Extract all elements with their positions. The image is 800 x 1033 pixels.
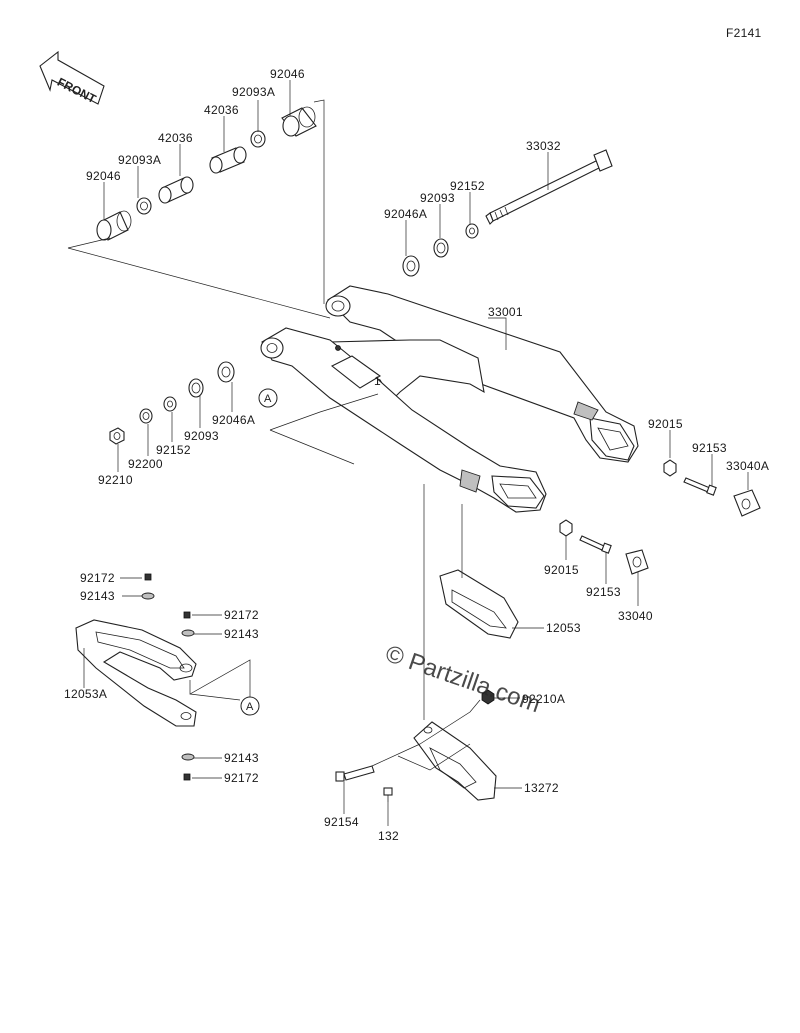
nut-92015-right[interactable] [663, 459, 677, 477]
callout-132[interactable]: 132 [378, 829, 399, 843]
bearing-92046-left[interactable] [96, 210, 132, 241]
collar-42036-top[interactable] [209, 146, 247, 174]
callout-92015-right[interactable]: 92015 [648, 417, 683, 431]
callout-92152-left[interactable]: 92152 [156, 443, 191, 457]
callout-92153-lower[interactable]: 92153 [586, 585, 621, 599]
figure-code: F2141 [726, 26, 762, 40]
adjuster-33040a[interactable] [733, 489, 761, 517]
callout-labels: 92046 92093A 42036 42036 92093A 92046 33… [64, 67, 769, 843]
bolt-92172-b[interactable] [183, 611, 191, 619]
callout-33040a[interactable]: 33040A [726, 459, 769, 473]
bolt-92153-right[interactable] [683, 477, 717, 496]
chain-guide-13272[interactable] [413, 721, 497, 801]
callout-92046a-left[interactable]: 92046A [212, 413, 255, 427]
washer-92143-a[interactable] [141, 592, 155, 600]
callout-92093a-top[interactable]: 92093A [232, 85, 275, 99]
callout-92046-left[interactable]: 92046 [86, 169, 121, 183]
callout-92093-top[interactable]: 92093 [420, 191, 455, 205]
adjuster-33040[interactable] [625, 549, 649, 575]
callout-33040[interactable]: 33040 [618, 609, 653, 623]
chain-slider-12053[interactable] [439, 569, 519, 639]
front-arrow-icon: FRONT [39, 50, 105, 106]
seal-92093-top[interactable] [433, 238, 449, 258]
bolt-92172-a[interactable] [144, 573, 152, 581]
callout-92210a[interactable]: 92210A [522, 692, 565, 706]
watermark: © Partzilla.com [382, 640, 544, 718]
seal-92093a-top[interactable] [250, 130, 266, 148]
callout-92093-left[interactable]: 92093 [184, 429, 219, 443]
washer-92143-b[interactable] [181, 629, 195, 637]
svg-text:A: A [246, 701, 254, 713]
bearing-92046a-left[interactable] [217, 361, 235, 383]
washer-92143-c[interactable] [181, 753, 195, 761]
leader-lines [67, 80, 749, 826]
bolt-132[interactable] [383, 787, 393, 802]
callout-12053a[interactable]: 12053A [64, 687, 107, 701]
ref-marker-a-upper: A [258, 388, 278, 408]
callout-92143-a[interactable]: 92143 [80, 589, 115, 603]
pivot-shaft-33032[interactable] [485, 149, 613, 225]
callout-92046a-top[interactable]: 92046A [384, 207, 427, 221]
callout-92046-top[interactable]: 92046 [270, 67, 305, 81]
callout-92210[interactable]: 92210 [98, 473, 133, 487]
callout-42036-left[interactable]: 42036 [158, 131, 193, 145]
callout-92172-a[interactable]: 92172 [80, 571, 115, 585]
callout-92200[interactable]: 92200 [128, 457, 163, 471]
callout-33032[interactable]: 33032 [526, 139, 561, 153]
chain-slider-12053a[interactable] [75, 619, 197, 727]
washer-92200[interactable] [139, 408, 153, 424]
bolt-92172-c[interactable] [183, 773, 191, 781]
section-marker: 1 [374, 374, 381, 388]
seal-92093-left[interactable] [188, 378, 204, 398]
collar-42036-left[interactable] [158, 176, 194, 204]
bearing-92046a-top[interactable] [402, 255, 420, 277]
callout-92154[interactable]: 92154 [324, 815, 359, 829]
callout-92143-c[interactable]: 92143 [224, 751, 259, 765]
nut-92210[interactable] [109, 427, 125, 445]
callout-92152-top[interactable]: 92152 [450, 179, 485, 193]
swingarm-33001[interactable]: 1 [260, 285, 639, 513]
nut-92015-lower[interactable] [559, 519, 573, 537]
nut-92210a[interactable] [481, 689, 495, 705]
callout-13272[interactable]: 13272 [524, 781, 559, 795]
callout-92015-lower[interactable]: 92015 [544, 563, 579, 577]
bolt-92153-lower[interactable] [579, 535, 612, 554]
callout-33001[interactable]: 33001 [488, 305, 523, 319]
callout-42036-top[interactable]: 42036 [204, 103, 239, 117]
callout-92172-b[interactable]: 92172 [224, 608, 259, 622]
washer-92152-top[interactable] [465, 223, 479, 239]
callout-92093a-left[interactable]: 92093A [118, 153, 161, 167]
callout-92172-c[interactable]: 92172 [224, 771, 259, 785]
bolt-92154[interactable] [335, 765, 375, 782]
bearing-92046-top[interactable] [281, 106, 317, 137]
callout-12053[interactable]: 12053 [546, 621, 581, 635]
svg-text:A: A [264, 393, 272, 405]
callout-92153-right[interactable]: 92153 [692, 441, 727, 455]
washer-92152-left[interactable] [163, 396, 177, 412]
ref-marker-a-lower: A [240, 696, 260, 716]
seal-92093a-left[interactable] [136, 197, 152, 215]
callout-92143-b[interactable]: 92143 [224, 627, 259, 641]
